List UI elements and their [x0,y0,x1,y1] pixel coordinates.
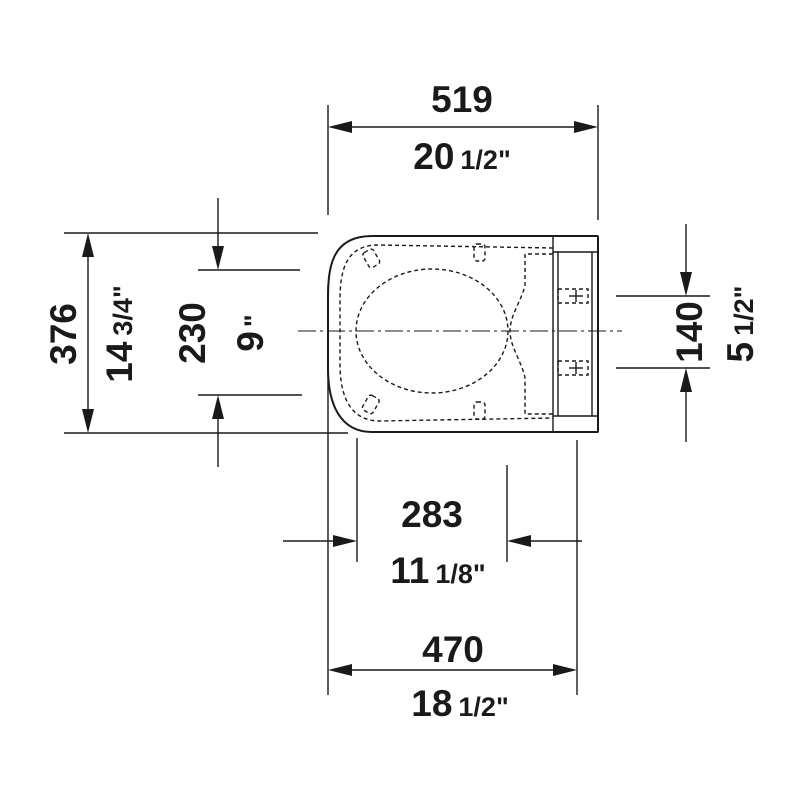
hinge-block [552,235,599,433]
left-depth-dimension: 376 14 3/4" [43,232,348,434]
inner-arrow-bottom [212,395,224,419]
buffer-pad-rear-top [473,243,486,262]
left-inner-in-mark: " [239,314,269,327]
right-arrow-bottom [680,368,692,392]
bottom-fixing-mm-label: 283 [401,494,463,535]
bottom-arrow-left [328,664,352,676]
seat-top-view [298,235,622,433]
left-arrow-bottom [82,409,94,433]
left-arrow-top [82,233,94,257]
inner-arrow-top [212,246,224,270]
hinge-dashed-contour [509,253,553,415]
buffer-pad-front-bottom [361,394,380,415]
right-fixing-mm-label: 140 [669,301,710,363]
bowl-opening-dashed [355,268,509,394]
left-inner-in: 9 [230,331,271,352]
buffer-pad-front-top [362,248,381,269]
bottom-fixing-in-frac: 1/8" [435,559,485,589]
bottom-overall-in-frac: 1/2" [458,692,508,722]
fixing-slot-top [557,288,589,304]
right-fixing-dimension: 140 5 1/2" [616,224,761,442]
right-fixing-in-whole: 5 [720,342,761,363]
fixing-arrow-left [333,535,357,547]
top-arrow-left [328,121,352,133]
seat-outer-outline [327,235,598,433]
left-inner-inch-label: 9" [230,314,271,351]
top-overall-mm-label: 519 [431,79,493,120]
left-depth-mm-label: 376 [43,303,84,365]
fixing-slot-bottom [557,360,589,376]
top-overall-in-whole: 20 [413,136,454,177]
left-depth-inch-label: 14 3/4" [99,285,140,383]
fixing-arrow-right [507,535,531,547]
buffer-pad-rear-bottom [473,401,486,420]
left-inner-dimension: 230 9" [172,198,302,467]
right-arrow-top [680,272,692,296]
left-depth-in-whole: 14 [99,341,140,383]
top-overall-in-frac: 1/2" [460,145,510,175]
right-fixing-in-frac: 1/2" [729,286,759,336]
bottom-overall-mm-label: 470 [422,629,484,670]
left-inner-mm-label: 230 [172,302,213,364]
fixing-point-top [557,288,589,304]
bottom-overall-in-whole: 18 [411,683,452,724]
bottom-arrow-right [553,664,577,676]
bottom-fixing-in-whole: 11 [390,550,429,591]
top-arrow-right [574,121,598,133]
lid-dashed-contour [339,244,554,422]
fixing-point-bottom [557,360,589,376]
left-depth-in-frac: 3/4" [108,285,138,335]
right-fixing-inch-label: 5 1/2" [720,286,761,363]
